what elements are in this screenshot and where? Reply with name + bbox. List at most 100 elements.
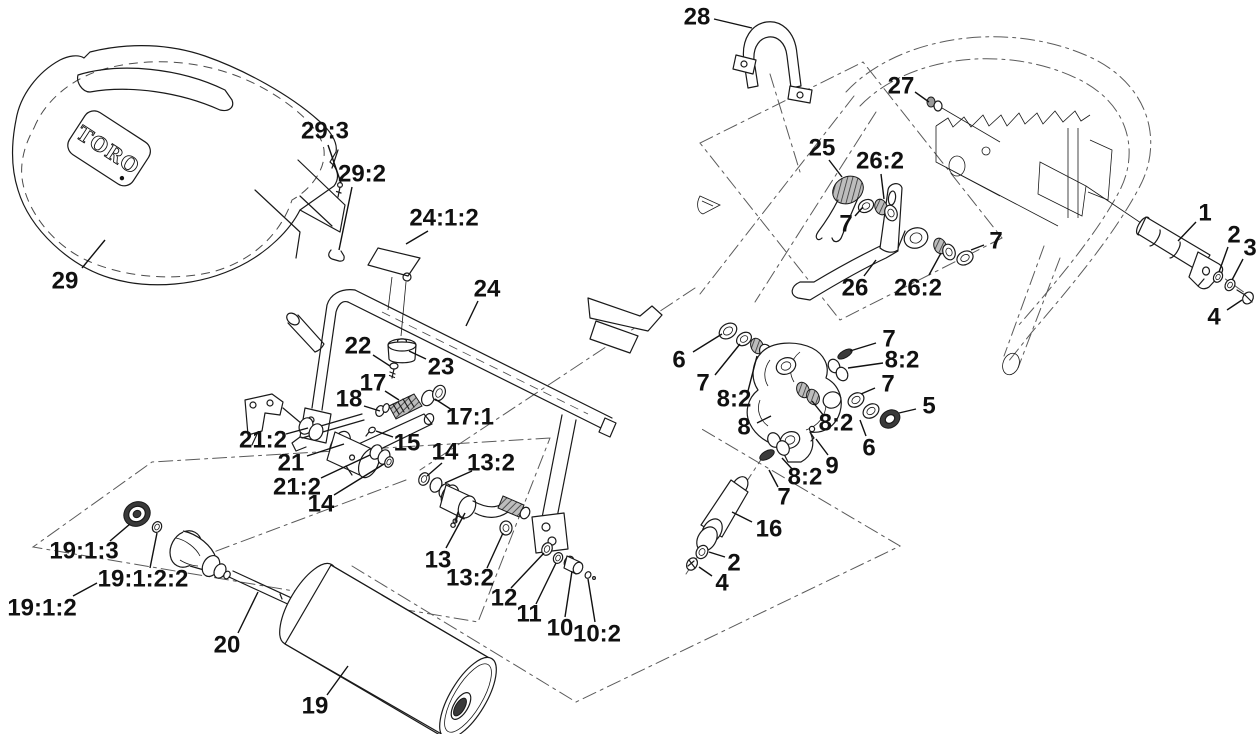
callout-label-25: 25 <box>809 135 836 162</box>
leader-line-12 <box>510 552 545 589</box>
callout-label-7: 7 <box>881 371 894 398</box>
callout-label-22: 22 <box>345 333 372 360</box>
callout-label-13: 13 <box>425 547 452 574</box>
callout-label-10: 10 <box>547 615 574 642</box>
leader-line-26 <box>863 259 877 277</box>
callout-label-4: 4 <box>715 570 729 597</box>
leader-line-21:2 <box>285 427 309 435</box>
leader-line-5 <box>898 408 917 414</box>
leader-line-7 <box>714 343 741 376</box>
leader-line-22 <box>372 354 391 367</box>
callout-label-24: 24 <box>474 276 501 303</box>
callout-label-24:1:2: 24:1:2 <box>409 205 478 232</box>
callout-label-7: 7 <box>989 228 1002 255</box>
callout-label-21: 21 <box>278 450 305 477</box>
part-22-screw <box>388 362 399 379</box>
leader-line-4 <box>1226 299 1243 311</box>
part-24-frame <box>286 272 663 554</box>
callout-label-8:2: 8:2 <box>819 410 854 437</box>
leader-line-11 <box>535 562 557 605</box>
rear-frame-mount-plate <box>697 110 1113 227</box>
leader-line-8 <box>756 415 772 424</box>
part-29-3-screw <box>335 182 344 198</box>
callout-label-26:2: 26:2 <box>894 275 942 302</box>
callout-label-28: 28 <box>684 4 711 31</box>
part-8-bracket <box>718 322 901 463</box>
callout-label-14: 14 <box>432 439 459 466</box>
part-13-link <box>418 472 531 536</box>
part-1-pin <box>1085 185 1254 305</box>
callout-label-7: 7 <box>777 484 790 511</box>
part-16-pin <box>685 476 749 571</box>
part-19-roller-group <box>123 501 497 734</box>
leader-line-10:2 <box>587 578 596 623</box>
callout-label-10:2: 10:2 <box>573 621 621 648</box>
part-27-bushing <box>926 96 1001 143</box>
leader-line-29:2 <box>338 186 353 251</box>
callout-label-3: 3 <box>1243 235 1256 262</box>
leader-line-25 <box>828 159 843 178</box>
leader-line-13:2 <box>486 532 504 569</box>
part-29-cover: TORO <box>11 45 346 286</box>
leader-line-4 <box>698 566 713 577</box>
part-28-hoop <box>732 21 813 104</box>
leader-line-29:3 <box>327 144 342 184</box>
callout-label-19:1:3: 19:1:3 <box>49 538 118 565</box>
leader-line-13 <box>445 512 466 549</box>
part-9-grease-fitting <box>808 425 816 442</box>
leader-line-27 <box>914 91 930 103</box>
leader-line-19:1:2:2 <box>149 532 158 569</box>
part-10-12-hardware <box>541 542 596 580</box>
leader-line-6 <box>859 419 867 437</box>
callout-label-13:2: 13:2 <box>446 565 494 592</box>
callout-label-9: 9 <box>825 453 838 480</box>
leader-line-28 <box>713 18 753 29</box>
callout-label-13:2: 13:2 <box>467 450 515 477</box>
part-21-bellcrank <box>298 413 435 479</box>
callout-label-29: 29 <box>52 268 79 295</box>
leader-line-19:1:3 <box>109 523 131 542</box>
leader-line-26:2 <box>928 252 942 276</box>
leader-line-20 <box>237 591 259 634</box>
leader-line-19 <box>326 665 349 696</box>
callout-label-7: 7 <box>839 211 852 238</box>
callout-label-21:2: 21:2 <box>239 427 287 454</box>
leader-line-21 <box>306 443 345 457</box>
callout-label-20: 20 <box>214 632 241 659</box>
callout-label-29:2: 29:2 <box>338 161 386 188</box>
part-25-spring <box>815 175 864 243</box>
part-29-2-clip <box>328 249 345 262</box>
leader-line-9 <box>815 438 829 456</box>
callout-label-6: 6 <box>862 435 875 462</box>
leader-line-7 <box>970 244 985 251</box>
leader-line-7 <box>860 387 876 395</box>
leader-line-14 <box>333 463 385 496</box>
callout-label-21:2: 21:2 <box>273 474 321 501</box>
leader-line-24 <box>465 300 479 327</box>
callout-label-8:2: 8:2 <box>885 347 920 374</box>
callout-label-26:2: 26:2 <box>856 148 904 175</box>
leader-line-8:2 <box>781 457 794 471</box>
leader-line-23 <box>408 350 427 360</box>
leader-line-17:1 <box>434 398 453 411</box>
leader-line-29 <box>81 239 106 269</box>
callout-label-8:2: 8:2 <box>717 386 752 413</box>
leader-line-7 <box>768 469 779 488</box>
leader-line-15 <box>375 430 394 438</box>
callout-label-1: 1 <box>1198 200 1211 227</box>
callout-label-7: 7 <box>882 326 895 353</box>
callout-label-6: 6 <box>672 347 685 374</box>
leader-line-7 <box>854 206 864 217</box>
callout-label-11: 11 <box>516 601 541 628</box>
leader-line-24:1:2 <box>405 230 429 245</box>
callout-label-23: 23 <box>428 354 455 381</box>
leader-line-10 <box>564 570 573 618</box>
leader-line-3 <box>1231 258 1244 281</box>
leader-line-14 <box>426 462 443 477</box>
callout-label-29:3: 29:3 <box>301 118 349 145</box>
callout-label-14: 14 <box>308 491 335 518</box>
callout-label-17:1: 17:1 <box>446 404 494 431</box>
callout-layer: 2929:329:224:1:2242223171817:121:22121:2… <box>7 4 1256 720</box>
leader-line-7 <box>849 342 877 352</box>
part-26-2-bushings-washers <box>857 198 974 266</box>
